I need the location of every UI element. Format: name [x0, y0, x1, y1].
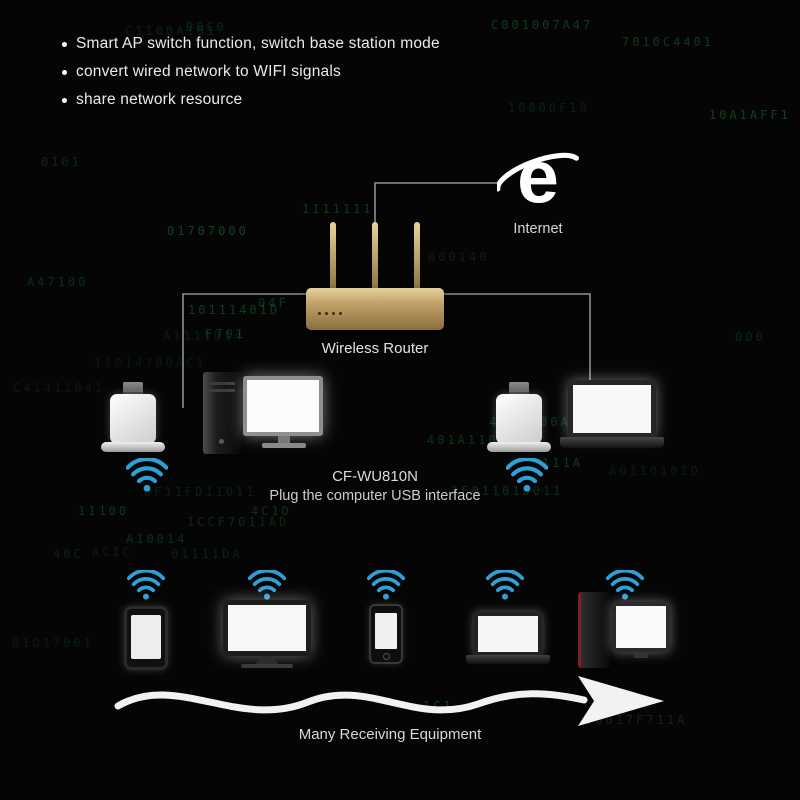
desktop-tower — [203, 372, 241, 454]
router-antenna — [330, 222, 336, 290]
laptop-base — [560, 437, 664, 448]
usb-wifi-adapter-left — [100, 382, 166, 452]
adapter-body — [496, 394, 542, 444]
tablet-device — [124, 606, 168, 670]
internet-explorer-icon: e — [497, 136, 579, 218]
wireless-router — [306, 222, 444, 330]
wifi-icon — [247, 568, 287, 600]
adapter-caption: Plug the computer USB interface — [269, 488, 481, 504]
feature-item: convert wired network to WIFI signals — [62, 58, 440, 86]
wifi-icon — [505, 457, 549, 492]
feature-text: share network resource — [76, 91, 243, 108]
router-led — [325, 312, 328, 315]
router-body — [306, 288, 444, 330]
laptop — [560, 380, 664, 448]
feature-item: Smart AP switch function, switch base st… — [62, 30, 440, 58]
adapter-dock — [487, 442, 551, 452]
router-antenna — [414, 222, 420, 290]
wifi-icon — [125, 457, 169, 492]
wifi-icon — [485, 568, 525, 600]
router-led — [339, 312, 342, 315]
laptop-base — [466, 655, 550, 664]
desktop-monitor — [243, 376, 325, 448]
dot-bullet-icon — [62, 69, 67, 75]
receiving-caption: Many Receiving Equipment — [298, 726, 482, 743]
wifi-icon — [605, 568, 645, 600]
usb-plug-icon — [509, 382, 529, 395]
laptop-screen — [568, 380, 656, 438]
ie-letter: e — [517, 136, 559, 218]
feature-list: Smart AP switch function, switch base st… — [62, 30, 440, 114]
phone-screen — [375, 613, 397, 649]
tv-screen — [223, 600, 311, 656]
tv-neck — [256, 656, 278, 664]
dot-bullet-icon — [62, 41, 67, 47]
usb-wifi-adapter-right — [486, 382, 552, 452]
router-label: Wireless Router — [321, 340, 429, 357]
feature-text: Smart AP switch function, switch base st… — [76, 35, 440, 52]
tv-device — [223, 600, 311, 668]
internet-label: Internet — [513, 221, 563, 237]
adapter-model-label: CF-WU810N — [332, 468, 418, 485]
tv-foot — [241, 664, 293, 668]
drive-bay — [209, 382, 235, 385]
router-led — [332, 312, 335, 315]
ie-orbit — [497, 152, 579, 192]
adapter-dock — [101, 442, 165, 452]
feature-text: convert wired network to WIFI signals — [76, 63, 341, 80]
smartphone-device — [369, 604, 403, 664]
home-button-icon — [382, 653, 390, 660]
tablet-screen — [131, 615, 161, 659]
internet-node: e Internet — [494, 136, 582, 237]
wifi-icon — [366, 568, 406, 600]
router-antenna — [372, 222, 378, 290]
gaming-pc-device — [578, 592, 670, 670]
feature-item: share network resource — [62, 86, 440, 114]
monitor-foot — [262, 443, 306, 448]
adapter-body — [110, 394, 156, 444]
usb-plug-icon — [123, 382, 143, 395]
monitor-neck — [278, 436, 290, 443]
power-button-icon — [219, 439, 224, 444]
drive-bay — [209, 389, 235, 392]
pc-monitor — [612, 602, 670, 652]
wifi-icon — [126, 568, 166, 600]
laptop-screen — [474, 612, 542, 656]
pc-monitor-stand — [634, 652, 648, 658]
laptop-device-small — [466, 612, 550, 664]
dot-bullet-icon — [62, 97, 67, 103]
router-led — [318, 312, 321, 315]
monitor-screen — [243, 376, 323, 436]
pc-tower — [578, 592, 610, 668]
